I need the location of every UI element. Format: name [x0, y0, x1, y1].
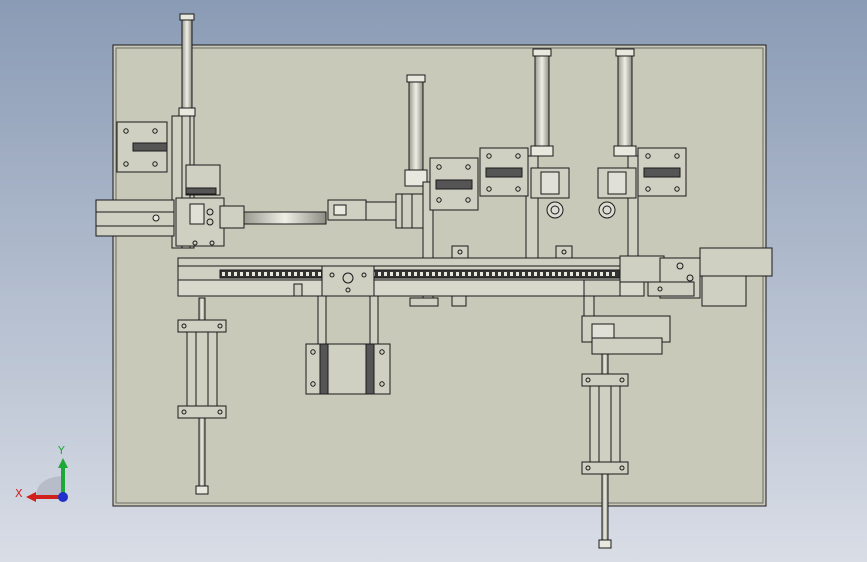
chain-link	[396, 272, 399, 276]
chain-link	[474, 272, 477, 276]
lower-left-cylinder[interactable]	[177, 297, 227, 495]
chain-link	[552, 272, 555, 276]
x-axis-label: X	[15, 487, 23, 500]
chain-link	[276, 272, 279, 276]
chain-link	[438, 272, 441, 276]
chain-link	[612, 272, 615, 276]
chain-link	[246, 272, 249, 276]
chain-link	[522, 272, 525, 276]
chain-link	[402, 272, 405, 276]
chain-link	[240, 272, 243, 276]
y-axis-arrowhead	[58, 458, 68, 468]
chain-link	[570, 272, 573, 276]
chain-link	[234, 272, 237, 276]
chain-link	[600, 272, 603, 276]
chain-link	[480, 272, 483, 276]
z-axis-indicator	[58, 492, 68, 502]
chain-link	[582, 272, 585, 276]
center-bracket[interactable]	[429, 157, 479, 211]
chain-link	[228, 272, 231, 276]
chain-link	[468, 272, 471, 276]
chain-link	[558, 272, 561, 276]
chain-link	[312, 272, 315, 276]
chain-link	[576, 272, 579, 276]
right-bracket-a[interactable]	[479, 147, 529, 197]
chain-link	[492, 272, 495, 276]
chain-link	[264, 272, 267, 276]
chain-link	[516, 272, 519, 276]
chain-link	[606, 272, 609, 276]
chain-link	[450, 272, 453, 276]
chain-link	[252, 272, 255, 276]
right-bracket-b[interactable]	[637, 147, 687, 197]
right-gripper-2[interactable]	[597, 167, 637, 219]
chain-link	[462, 272, 465, 276]
chain-link	[300, 272, 303, 276]
lower-center-bracket[interactable]	[305, 295, 391, 395]
chain-link	[534, 272, 537, 276]
chain-link	[432, 272, 435, 276]
chain-link	[294, 272, 297, 276]
chain-link	[510, 272, 513, 276]
chain-link	[594, 272, 597, 276]
left-gripper-assembly[interactable]	[175, 164, 327, 247]
center-vertical-cylinder[interactable]	[404, 74, 434, 301]
chain-link	[282, 272, 285, 276]
chain-link	[564, 272, 567, 276]
chain-link	[426, 272, 429, 276]
y-axis-label: Y	[57, 444, 65, 457]
chain-link	[306, 272, 309, 276]
chain-link	[546, 272, 549, 276]
center-gripper[interactable]	[327, 193, 427, 229]
chain-link	[540, 272, 543, 276]
chain-link	[444, 272, 447, 276]
lower-right-cylinder[interactable]	[581, 353, 629, 549]
x-axis-arrowhead	[26, 492, 36, 502]
chain-link	[258, 272, 261, 276]
chain-link	[378, 272, 381, 276]
left-mounting-bracket[interactable]	[116, 121, 168, 173]
chain-link	[408, 272, 411, 276]
chain-link	[270, 272, 273, 276]
chain-link	[456, 272, 459, 276]
lower-right-guide[interactable]	[581, 279, 671, 355]
chain-link	[420, 272, 423, 276]
right-end-motor[interactable]	[619, 247, 773, 307]
chain-link	[222, 272, 225, 276]
triad-base-shadow	[36, 476, 62, 497]
right-gripper-1[interactable]	[530, 167, 570, 219]
rail-carriage[interactable]	[321, 265, 375, 297]
chain-link	[390, 272, 393, 276]
left-guide-block[interactable]	[95, 199, 175, 237]
chain-link	[588, 272, 591, 276]
conveyor-rail[interactable]	[177, 245, 645, 307]
coordinate-triad: Y X	[15, 444, 68, 502]
chain-link	[486, 272, 489, 276]
chain-link	[414, 272, 417, 276]
chain-link	[504, 272, 507, 276]
chain-link	[528, 272, 531, 276]
chain-link	[318, 272, 321, 276]
chain-link	[498, 272, 501, 276]
chain-link	[288, 272, 291, 276]
chain-link	[384, 272, 387, 276]
